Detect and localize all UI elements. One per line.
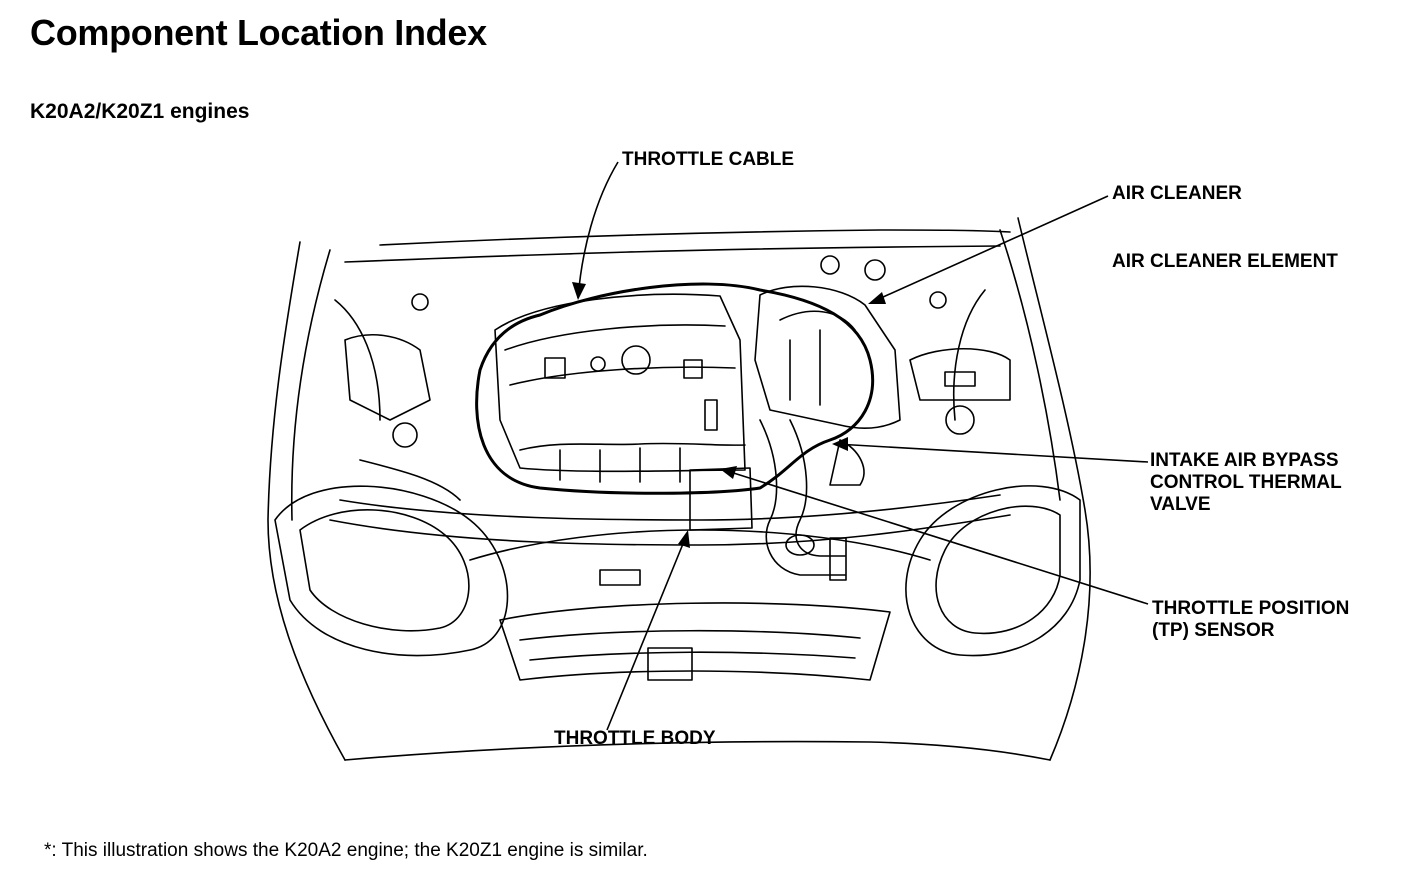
callout-intake-air-bypass-line2: CONTROL THERMAL (1150, 472, 1342, 493)
callout-tp-sensor-line2: (TP) SENSOR (1152, 620, 1275, 641)
intake-duct (759, 419, 847, 581)
engine-bay-details (344, 255, 1011, 501)
callout-air-cleaner: AIR CLEANER (1112, 183, 1242, 204)
callout-air-cleaner-element: AIR CLEANER ELEMENT (1112, 251, 1338, 272)
page-title: Component Location Index (30, 12, 487, 53)
callout-intake-air-bypass: INTAKE AIR BYPASS CONTROL THERMAL VALVE (1150, 450, 1342, 516)
leader-lines (572, 161, 1149, 731)
footnote: *: This illustration shows the K20A2 eng… (44, 840, 648, 861)
engine-subtitle: K20A2/K20Z1 engines (30, 100, 250, 123)
front-grille (469, 529, 931, 681)
callout-tp-sensor: THROTTLE POSITION (TP) SENSOR (1152, 598, 1349, 642)
right-headlight (905, 485, 1081, 657)
callout-intake-air-bypass-line3: VALVE (1150, 494, 1211, 515)
air-cleaner-housing (754, 285, 901, 430)
callout-intake-air-bypass-line1: INTAKE AIR BYPASS (1150, 450, 1339, 471)
callout-tp-sensor-line1: THROTTLE POSITION (1152, 598, 1350, 619)
throttle-cable-loop (475, 282, 875, 495)
left-headlight (274, 485, 509, 657)
car-body-outline (267, 217, 1091, 761)
radiator-support (329, 289, 1011, 546)
engine-valve-cover (494, 293, 746, 483)
callout-throttle-cable: THROTTLE CABLE (622, 149, 795, 170)
callout-throttle-body: THROTTLE BODY (554, 728, 716, 749)
